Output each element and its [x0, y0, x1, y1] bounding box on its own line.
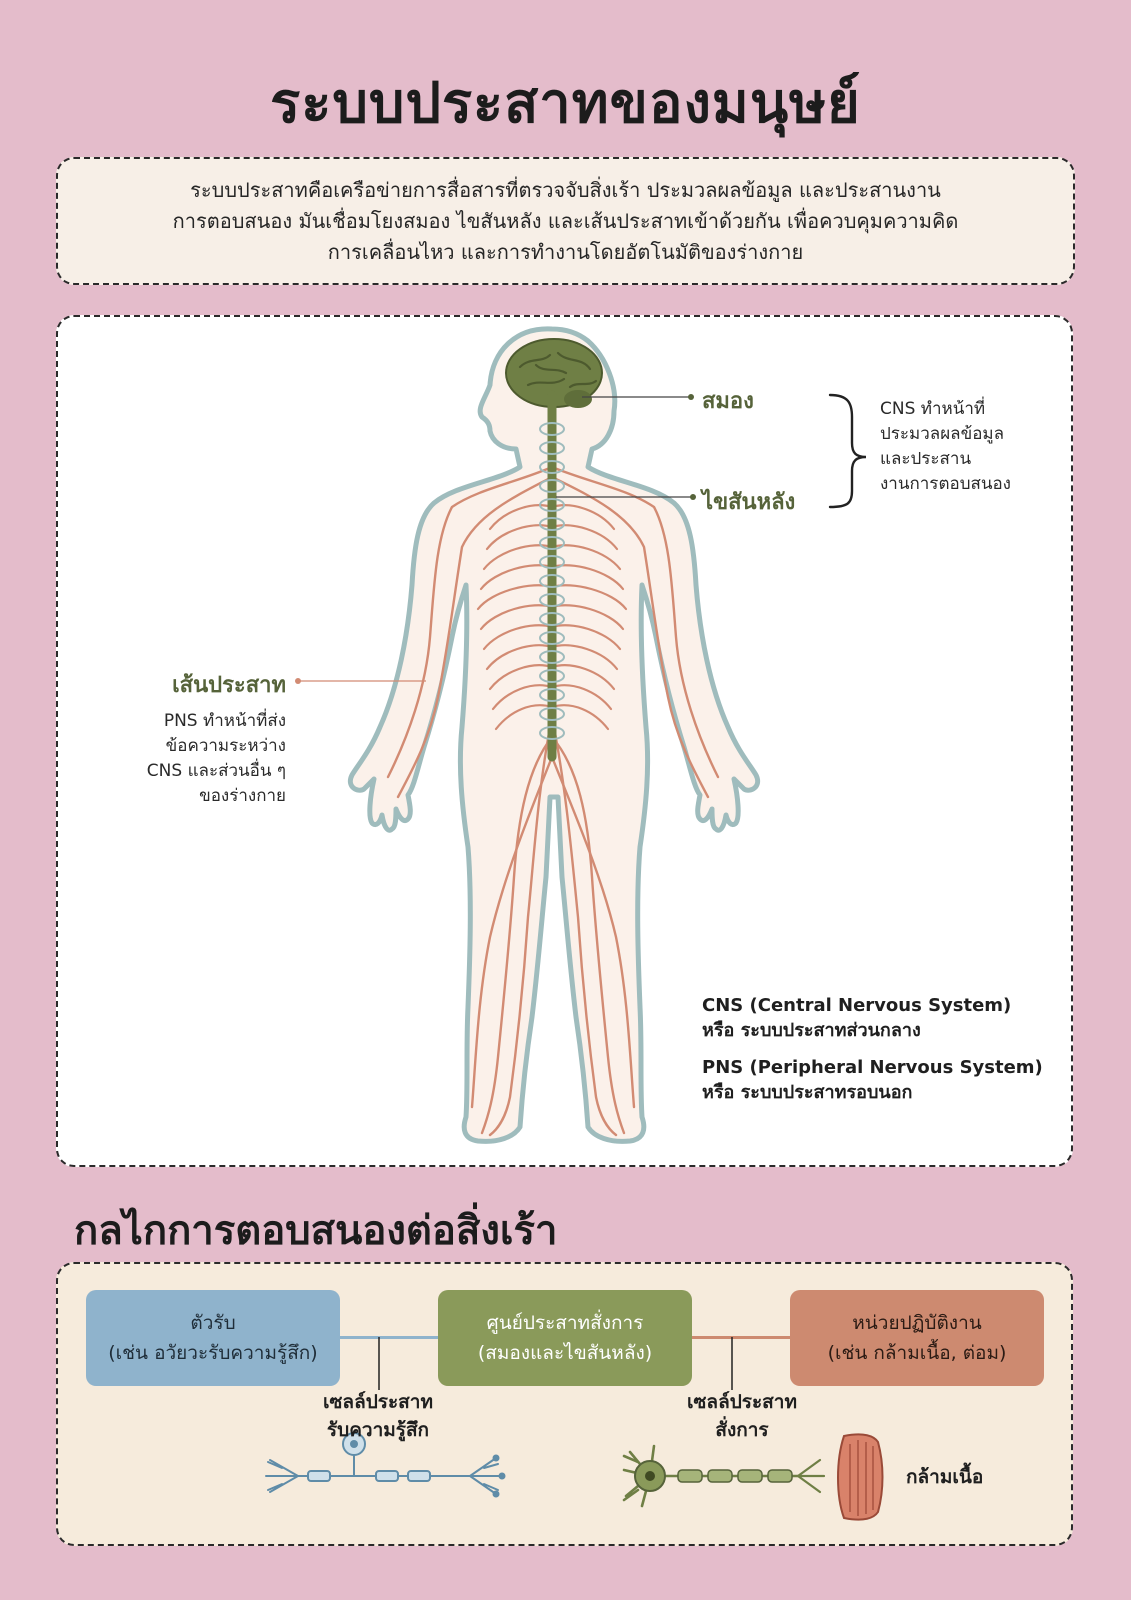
receptor-title: ตัวรับ	[190, 1312, 236, 1334]
pns-legend: PNS (Peripheral Nervous System) หรือ ระบ…	[702, 1055, 1043, 1105]
vertebra	[539, 422, 565, 436]
cns-bracket	[828, 393, 867, 509]
vertebra	[539, 460, 565, 474]
effector-connector	[692, 1336, 790, 1339]
center-example: (สมองและไขสันหลัง)	[477, 1342, 653, 1364]
muscle-icon	[837, 1433, 884, 1521]
cns-note: CNS ทำหน้าที่ ประมวลผลข้อมูล และประสาน ง…	[880, 397, 1011, 497]
intercostal-nerve	[550, 684, 613, 711]
human-body-illustration	[295, 326, 867, 1144]
intro-line: ระบบประสาทคือเครือข่ายการสื่อสารที่ตรวจจ…	[190, 177, 941, 202]
intercostal-nerve	[550, 624, 622, 651]
pns-note-line: CNS และส่วนอื่น ๆ	[146, 761, 286, 781]
receptor-connector	[340, 1336, 438, 1339]
intercostal-nerve	[550, 544, 622, 571]
spinal-cord-label: ไขสันหลัง	[702, 490, 796, 515]
nerve-label: เส้นประสาท	[172, 673, 286, 698]
intercostal-nerve	[482, 624, 554, 651]
sensory-neuron-line: รับความรู้สึก	[326, 1419, 430, 1441]
cns-note-line: งานการตอบสนอง	[880, 474, 1011, 494]
intro-text: ระบบประสาทคือเครือข่ายการสื่อสารที่ตรวจจ…	[173, 175, 959, 268]
intercostal-nerve	[550, 644, 619, 671]
intercostal-nerve	[485, 524, 554, 551]
vertebra	[539, 498, 565, 512]
brain-label: สมอง	[702, 389, 754, 414]
vertebra	[539, 669, 565, 683]
vertebra	[539, 479, 565, 493]
vertebra	[539, 593, 565, 607]
intercostal-nerve	[488, 504, 554, 531]
muscle-label: กล้ามเนื้อ	[906, 1466, 984, 1488]
vertebrae	[539, 422, 565, 740]
vertebra	[539, 441, 565, 455]
intercostal-nerve	[550, 504, 616, 531]
vertebra	[539, 707, 565, 721]
neuron-illustrations	[265, 1337, 884, 1521]
pns-note-line: ของร่างกาย	[199, 786, 286, 806]
reflex-section-title: กลไกการตอบสนองต่อสิ่งเร้า	[74, 1208, 558, 1254]
intercostal-nerve	[550, 524, 619, 551]
cns-note-line: CNS ทำหน้าที่	[880, 399, 986, 419]
intercostal-nerve	[488, 664, 554, 691]
intro-box: ระบบประสาทคือเครือข่ายการสื่อสารที่ตรวจจ…	[56, 157, 1075, 285]
intercostal-nerve	[550, 564, 625, 591]
motor-neuron-label: เซลล์ประสาท สั่งการ	[662, 1388, 822, 1444]
intercostal-nerve	[550, 664, 616, 691]
vertebra	[539, 650, 565, 664]
intercostal-nerves	[476, 504, 628, 731]
intercostal-nerve	[485, 644, 554, 671]
reflex-flow-panel: ตัวรับ (เช่น อวัยวะรับความรู้สึก) ศูนย์ป…	[56, 1262, 1073, 1546]
vertebra	[539, 612, 565, 626]
pns-note: PNS ทำหน้าที่ส่ง ข้อความระหว่าง CNS และส…	[147, 709, 286, 809]
intercostal-nerve	[479, 564, 554, 591]
effector-node: หน่วยปฏิบัติงาน (เช่น กล้ามเนื้อ, ต่อม)	[790, 1290, 1044, 1386]
vertebra	[539, 536, 565, 550]
intercostal-nerve	[494, 704, 554, 731]
effector-example: (เช่น กล้ามเนื้อ, ต่อม)	[827, 1342, 1007, 1364]
pns-legend-line: PNS (Peripheral Nervous System)	[702, 1057, 1043, 1078]
vertebra	[539, 517, 565, 531]
vertebra	[539, 631, 565, 645]
motor-neuron-line: สั่งการ	[715, 1419, 769, 1441]
page-title: ระบบประสาทของมนุษย์	[270, 71, 861, 136]
pns-note-line: PNS ทำหน้าที่ส่ง	[163, 711, 286, 731]
cns-note-line: ประมวลผลข้อมูล	[880, 424, 1005, 444]
pns-note-line: ข้อความระหว่าง	[165, 736, 286, 756]
pns-legend-line: หรือ ระบบประสาทรอบนอก	[702, 1082, 913, 1103]
intercostal-nerve	[482, 544, 554, 571]
intercostal-nerve	[550, 704, 610, 731]
motor-neuron-line: เซลล์ประสาท	[687, 1391, 797, 1413]
spinal-leader-dot	[690, 494, 696, 500]
cns-legend: CNS (Central Nervous System) หรือ ระบบปร…	[702, 993, 1011, 1043]
control-center-node: ศูนย์ประสาทสั่งการ (สมองและไขสันหลัง)	[438, 1290, 692, 1386]
vertebra	[539, 688, 565, 702]
cns-legend-line: CNS (Central Nervous System)	[702, 995, 1012, 1016]
receptor-example: (เช่น อวัยวะรับความรู้สึก)	[108, 1342, 318, 1364]
cerebellum	[564, 390, 592, 408]
intro-line: การเคลื่อนไหว และการทำงานโดยอัตโนมัติของ…	[327, 239, 804, 264]
cns-legend-line: หรือ ระบบประสาทส่วนกลาง	[702, 1020, 921, 1041]
sensory-neuron-line: เซลล์ประสาท	[323, 1391, 433, 1413]
receptor-node: ตัวรับ (เช่น อวัยวะรับความรู้สึก)	[86, 1290, 340, 1386]
brain-leader-dot	[688, 394, 694, 400]
center-title: ศูนย์ประสาทสั่งการ	[486, 1312, 644, 1334]
vertebra	[539, 726, 565, 740]
motor-neuron-icon	[622, 1444, 826, 1508]
sensory-neuron-label: เซลล์ประสาท รับความรู้สึก	[298, 1388, 458, 1444]
sensory-neuron-icon	[265, 1432, 506, 1498]
brain-folds	[518, 351, 598, 389]
intro-line: การตอบสนอง มันเชื่อมโยงสมอง ไขสันหลัง แล…	[172, 208, 959, 233]
intercostal-nerve	[491, 684, 554, 711]
cns-note-line: และประสาน	[880, 449, 972, 469]
vertebra	[539, 574, 565, 588]
effector-title: หน่วยปฏิบัติงาน	[852, 1312, 982, 1334]
vertebra	[539, 555, 565, 569]
peripheral-nerves	[386, 465, 720, 1137]
body-diagram-panel: สมอง ไขสันหลัง CNS ทำหน้าที่ ประมวลผลข้อ…	[56, 315, 1073, 1167]
nerve-leader-dot	[295, 678, 301, 684]
